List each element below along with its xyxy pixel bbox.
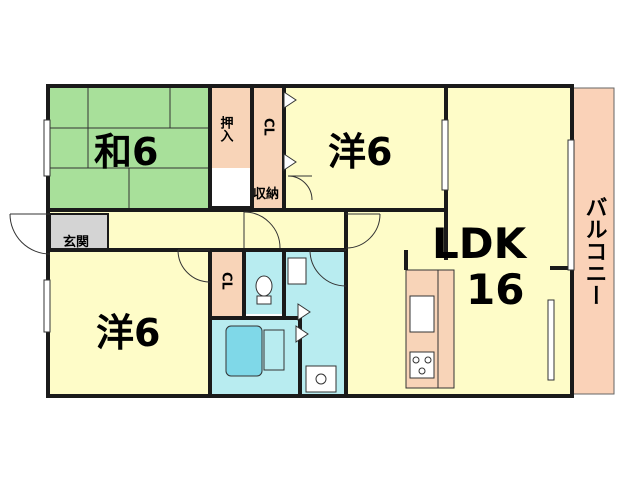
- closet-top: [252, 88, 284, 178]
- door-swings: [9, 175, 381, 287]
- closet-bottom-label: CL: [219, 272, 234, 290]
- ldk-label: LDK: [432, 219, 528, 268]
- bath-shelf: [263, 329, 285, 371]
- washitsu-label: 和6: [94, 130, 158, 174]
- stove-burner: [424, 356, 432, 364]
- toilet-tank: [256, 295, 272, 305]
- tatami-lines: [48, 88, 210, 208]
- oshiire-label: 押入: [218, 115, 234, 142]
- oshiire-closet: [210, 88, 252, 168]
- stove-burner: [412, 356, 420, 364]
- youshitsu-bottom-room: [48, 250, 210, 394]
- youshitsu-top-room: [284, 88, 446, 210]
- kitchen-sink: [409, 295, 435, 333]
- kitchen-back-panel: [437, 269, 455, 389]
- youshitsu-bottom-label: 洋6: [96, 311, 160, 355]
- washbasin: [287, 257, 307, 285]
- closet-top-label: CL: [261, 118, 276, 136]
- closet-door-markers: [283, 91, 311, 343]
- closet-bottom: [210, 250, 242, 320]
- stove-burner: [418, 367, 426, 375]
- shuno-label: 収納: [253, 186, 279, 202]
- washer-pan: [305, 365, 337, 393]
- shuno-storage: [252, 178, 284, 208]
- toilet-bowl: [255, 275, 273, 297]
- windows: [43, 119, 575, 381]
- balcony-label: バルコニー: [582, 196, 607, 306]
- youshitsu-top-label: 洋6: [328, 130, 392, 174]
- ldk-size-label: 16: [466, 265, 524, 314]
- genkan-label: 玄関: [63, 234, 89, 250]
- washer-drain: [315, 373, 327, 385]
- balcony: [571, 87, 615, 395]
- bathtub: [225, 325, 263, 377]
